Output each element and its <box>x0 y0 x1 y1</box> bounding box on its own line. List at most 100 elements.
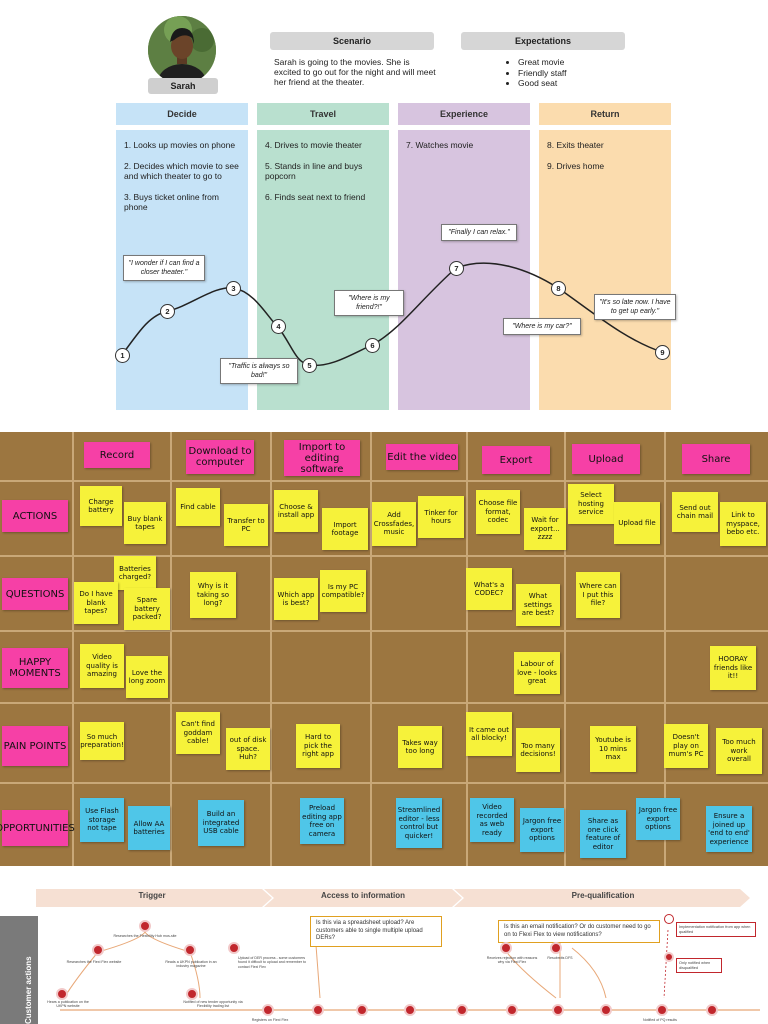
journey-node: 5 <box>302 358 317 373</box>
phase-label: Access to information <box>320 891 405 900</box>
sticky-note: out of disk space. Huh? <box>226 728 270 770</box>
monitor-icon <box>312 1004 324 1016</box>
sticky-note: So much preparation! <box>80 722 124 760</box>
sticky-note: Build an integrated USB cable <box>198 800 244 846</box>
journey-node: 9 <box>655 345 670 360</box>
grid-line <box>170 432 172 866</box>
step-text: 7. Watches movie <box>406 140 474 150</box>
persona-photo <box>148 16 216 84</box>
grid-line <box>72 432 74 866</box>
sticky-note: Doesn't play on mum's PC <box>664 724 708 768</box>
step-text: 2. Decides which movie to see and which … <box>124 160 239 182</box>
sticky-note: Where can I put this file? <box>576 572 620 618</box>
step-text: 1. Looks up movies on phone <box>124 140 236 150</box>
column-header-export: Export <box>482 446 550 474</box>
quote-bubble: "It's so late now. I have to get up earl… <box>594 294 676 320</box>
sticky-note: Which app is best? <box>274 578 318 620</box>
stage-column-return: 8. Exits theater 9. Drives home <box>539 130 671 410</box>
grid-line <box>0 782 768 784</box>
info-icon <box>664 914 674 924</box>
step-caption: Hears a publication on the UKPN website <box>47 1000 89 1009</box>
grid-line <box>664 432 666 866</box>
column-header-upload: Upload <box>572 444 640 474</box>
expectations-title: Expectations <box>461 32 625 50</box>
step-text: 5. Stands in line and buys popcorn <box>265 160 363 182</box>
quote-bubble: "Traffic is always so bad!" <box>220 358 298 384</box>
scenario-title: Scenario <box>270 32 434 50</box>
persona-name: Sarah <box>148 78 218 94</box>
mail-icon <box>656 1004 668 1016</box>
stage-header-return: Return <box>539 103 671 125</box>
step-text: 8. Exits theater <box>547 140 604 150</box>
monitor-icon <box>56 988 68 1000</box>
sticky-note: Import footage <box>322 508 368 550</box>
sticky-note: Find cable <box>176 488 220 526</box>
sticky-note: Is my PC compatible? <box>320 570 366 612</box>
sticky-note: Link to myspace, bebo etc. <box>720 502 766 546</box>
journey-node: 3 <box>226 281 241 296</box>
quote-bubble: "Where is my friend?!" <box>334 290 404 316</box>
annotation-note: Implementation notification from app whe… <box>676 922 756 938</box>
grid-line <box>0 630 768 632</box>
journey-map: Sarah Scenario Sarah is going to the mov… <box>0 0 768 430</box>
sticky-note: Jargon free export options <box>636 798 680 840</box>
sticky-note: Why is it taking so long? <box>190 572 236 618</box>
question-note: Is this via a spreadsheet upload? Are cu… <box>310 916 442 947</box>
stage-header-travel: Travel <box>257 103 389 125</box>
sticky-note: Transfer to PC <box>224 504 268 546</box>
journey-node: 1 <box>115 348 130 363</box>
sticky-note: Love the long zoom <box>126 656 168 698</box>
column-header-download: Download to computer <box>186 440 254 474</box>
journey-node: 4 <box>271 319 286 334</box>
alert-icon <box>228 942 240 954</box>
monitor-icon <box>552 1004 564 1016</box>
quote-bubble: "I wonder if I can find a closer theater… <box>123 255 205 281</box>
monitor-icon <box>262 1004 274 1016</box>
sticky-note: Video recorded as web ready <box>470 798 514 842</box>
row-header-happy-moments: HAPPY MOMENTS <box>2 648 68 688</box>
step-text: 9. Drives home <box>547 160 605 171</box>
alert-icon <box>664 952 674 962</box>
step-caption: Receives rejection with reasons why via … <box>486 956 538 965</box>
sticky-note: Add Crossfades, music <box>372 502 416 546</box>
sticky-note: Takes way too long <box>398 726 442 768</box>
grid-line <box>370 432 372 866</box>
step-caption: Researches the Flexi Flex website <box>66 960 122 964</box>
monitor-icon <box>139 920 151 932</box>
sticky-note: Charge battery <box>80 486 122 526</box>
row-header-questions: QUESTIONS <box>2 578 68 610</box>
question-note: Is this an email notification? Or do cus… <box>498 920 660 943</box>
monitor-icon <box>456 1004 468 1016</box>
sticky-note: What's a CODEC? <box>466 568 512 610</box>
sticky-note: Labour of love - looks great <box>514 652 560 694</box>
sticky-note: Can't find goddam cable! <box>176 712 220 754</box>
step-caption: Resubmits DFS <box>547 956 573 960</box>
step-caption: Reads a UKPN publication in an industry … <box>165 960 217 969</box>
step-caption: Notified of new tender opportunity via F… <box>183 1000 243 1009</box>
column-header-record: Record <box>84 442 150 468</box>
sticky-note: Ensure a joined up 'end to end' experien… <box>706 806 752 852</box>
journey-node: 6 <box>365 338 380 353</box>
step-caption: Registers on Flexi Flex <box>251 1018 289 1022</box>
emotion-curve <box>121 262 663 367</box>
sticky-note: Preload editing app free on camera <box>300 798 344 844</box>
sticky-note: Choose file format, codec <box>476 490 520 534</box>
column-header-edit: Edit the video <box>386 444 458 470</box>
stage-header-decide: Decide <box>116 103 248 125</box>
sticky-note: Select hosting service <box>568 484 614 524</box>
sticky-note: Batteries charged? <box>114 556 156 590</box>
step-caption: Upload of DER process - some customers f… <box>238 956 307 969</box>
step-caption: Notified of PQ results <box>643 1018 677 1022</box>
sticky-note: Youtube is 10 mins max <box>590 726 636 772</box>
sticky-note: Upload file <box>614 502 660 544</box>
sticky-note: Buy blank tapes <box>124 502 166 544</box>
row-header-pain-points: PAIN POINTS <box>2 726 68 766</box>
journey-node: 2 <box>160 304 175 319</box>
grid-line <box>564 432 566 866</box>
book-icon <box>184 944 196 956</box>
stage-column-experience: 7. Watches movie <box>398 130 530 410</box>
stage-column-travel: 4. Drives to movie theater 5. Stands in … <box>257 130 389 410</box>
flow-connectors <box>60 929 760 1011</box>
step-text: 3. Buys ticket online from phone <box>124 191 219 213</box>
sticky-note: Video quality is amazing <box>80 644 124 688</box>
